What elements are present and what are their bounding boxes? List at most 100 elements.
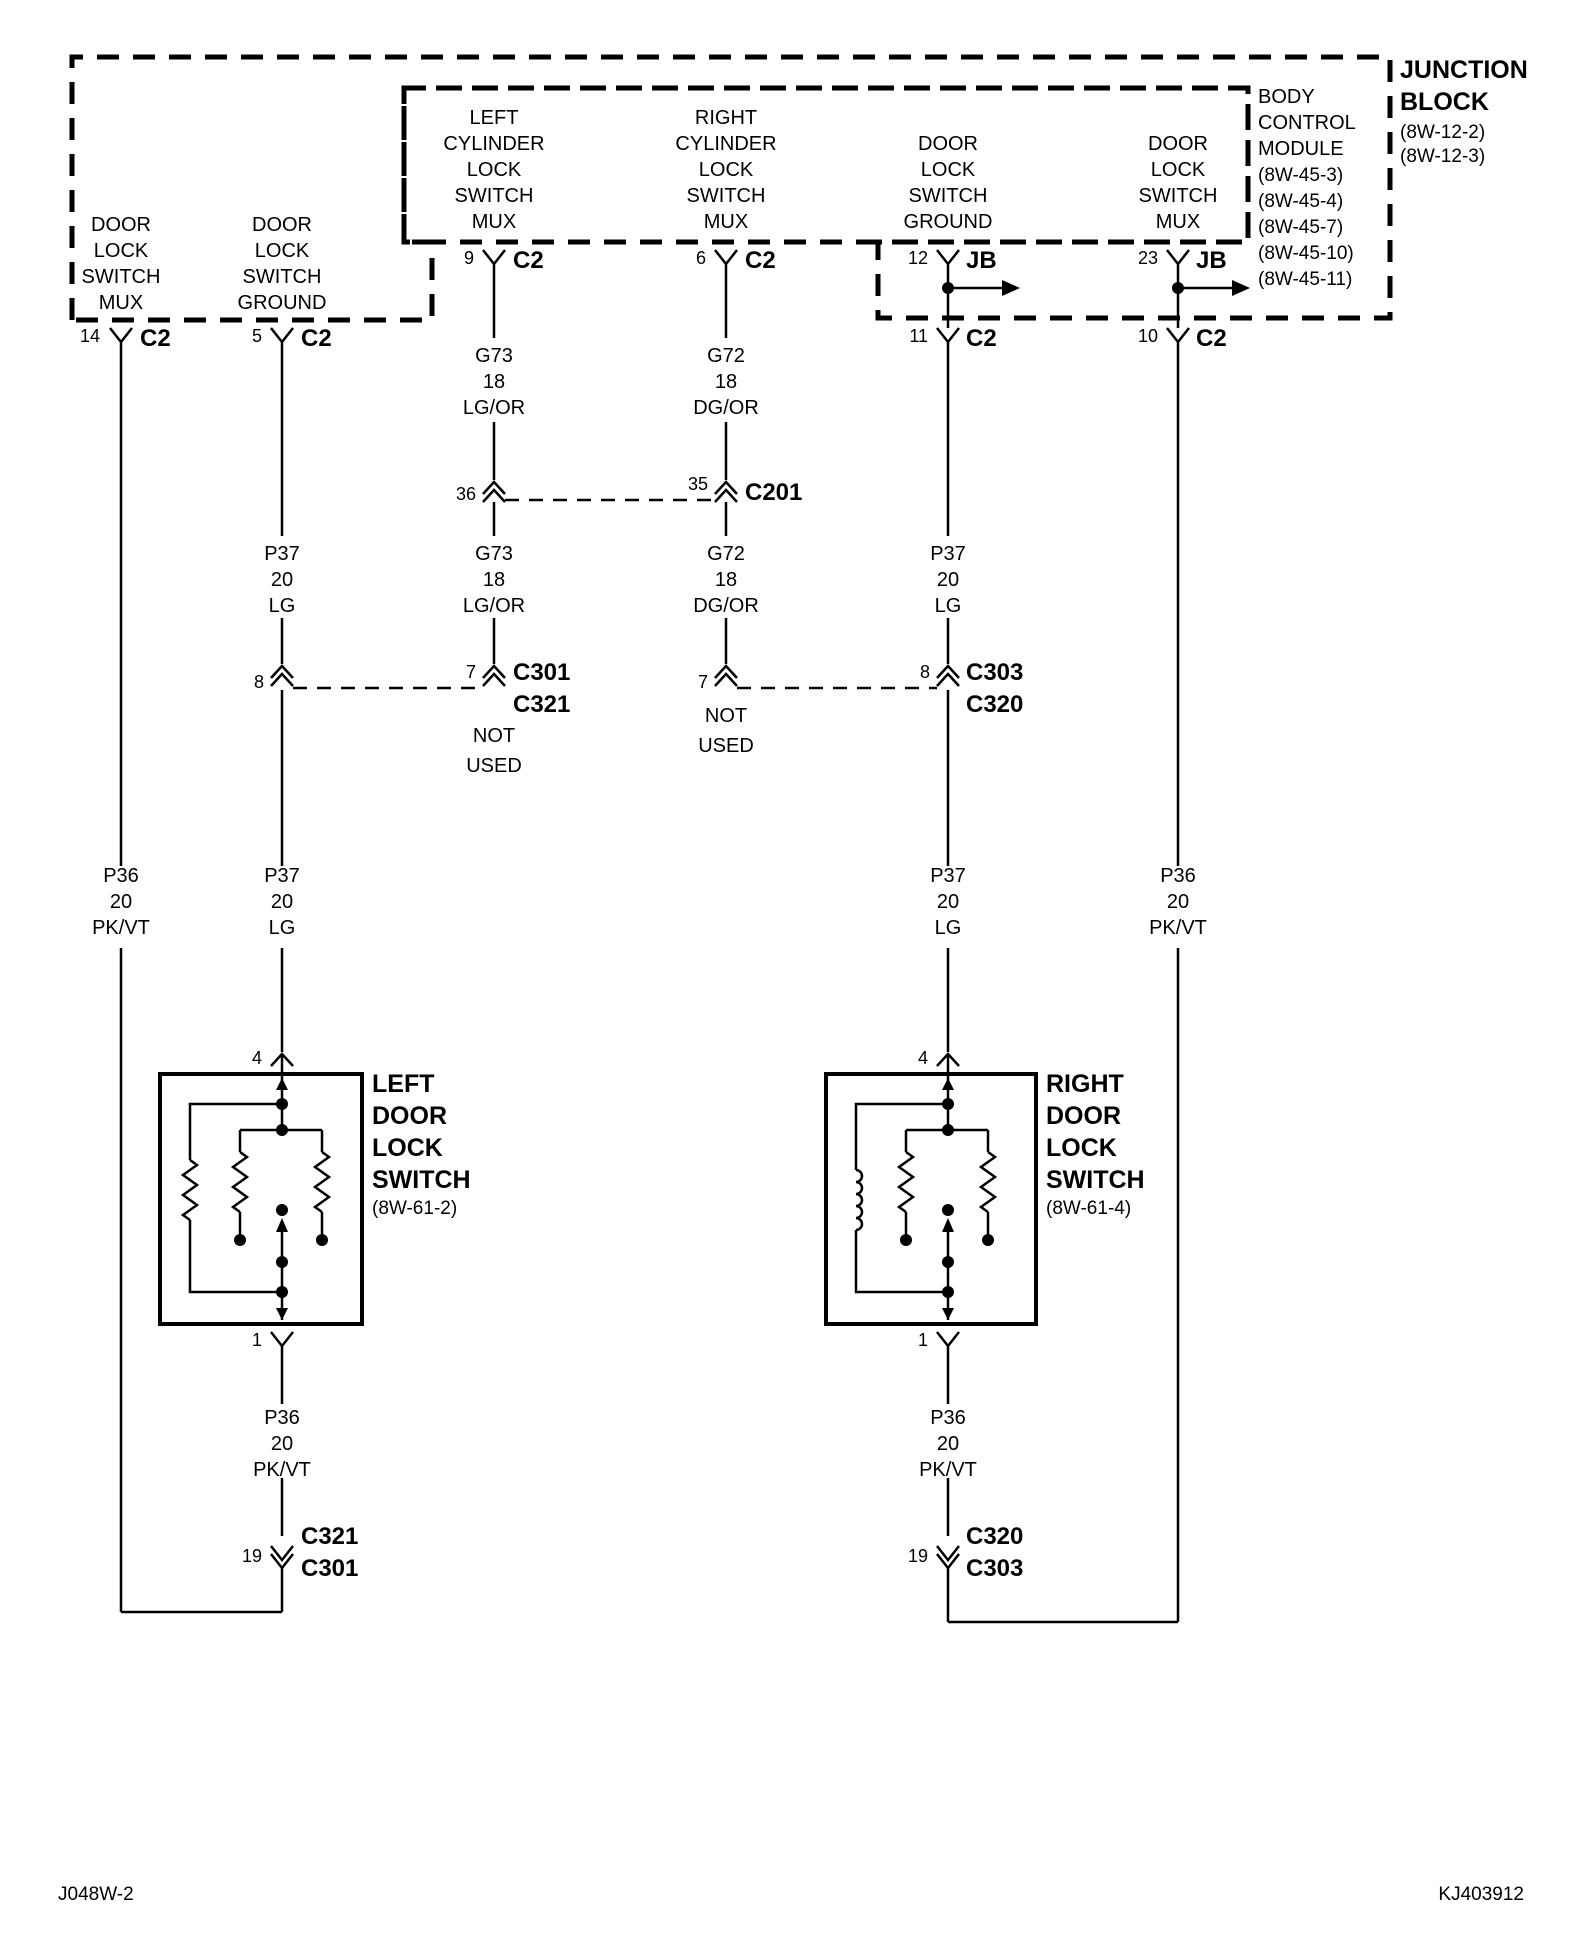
svg-text:20: 20 xyxy=(271,569,293,591)
footer-left-code: J048W-2 xyxy=(58,1884,134,1905)
pin-1-right: 1 xyxy=(918,1330,928,1350)
conn-c321: C321 xyxy=(513,691,570,718)
svg-text:DOOR: DOOR xyxy=(1148,133,1208,155)
conn-c303: C303 xyxy=(966,659,1023,686)
conn-c201: C201 xyxy=(745,479,802,506)
connector-c303-pin8 xyxy=(936,664,960,687)
svg-text:MODULE: MODULE xyxy=(1258,138,1344,160)
svg-text:(8W-61-4): (8W-61-4) xyxy=(1046,1198,1131,1219)
arrow-head-ground xyxy=(1002,280,1020,296)
pin-11: 11 xyxy=(909,326,928,346)
svg-text:(8W-61-2): (8W-61-2) xyxy=(372,1198,457,1219)
svg-text:18: 18 xyxy=(483,569,505,591)
svg-text:P37: P37 xyxy=(930,865,966,887)
svg-text:BODY: BODY xyxy=(1258,86,1315,108)
body-control-module-outline xyxy=(401,85,1251,245)
wire-label-p36-right-bottom: P36 20 PK/VT xyxy=(919,1407,977,1481)
connector-c201-pin35 xyxy=(714,480,738,503)
connector-c2-pin6 xyxy=(714,249,738,274)
pin-8-left: 8 xyxy=(254,672,264,692)
svg-text:P36: P36 xyxy=(103,865,139,887)
svg-text:SWITCH: SWITCH xyxy=(1046,1166,1145,1194)
pin-7-left: 7 xyxy=(466,662,476,682)
pin-14: 14 xyxy=(80,326,100,346)
svg-text:LOCK: LOCK xyxy=(467,159,522,181)
conn-c2-14: C2 xyxy=(140,325,171,352)
svg-text:MUX: MUX xyxy=(99,292,143,314)
svg-text:P36: P36 xyxy=(1160,865,1196,887)
pin-12: 12 xyxy=(908,248,928,268)
pin-19-left: 19 xyxy=(242,1546,262,1566)
svg-text:USED: USED xyxy=(466,755,522,777)
svg-text:18: 18 xyxy=(715,569,737,591)
label-door-lock-switch-ground-left: DOOR LOCK SWITCH GROUND xyxy=(238,214,327,314)
left-door-lock-switch: 4 1 xyxy=(158,1048,364,1356)
svg-text:(8W-45-11): (8W-45-11) xyxy=(1258,269,1352,290)
svg-text:GROUND: GROUND xyxy=(238,292,327,314)
svg-text:P37: P37 xyxy=(264,865,300,887)
junction-block-ref-2: (8W-12-3) xyxy=(1400,146,1485,167)
connector-c2-pin11 xyxy=(936,327,960,352)
svg-text:P36: P36 xyxy=(930,1407,966,1429)
svg-text:20: 20 xyxy=(271,1433,293,1455)
connector-c301-pin8 xyxy=(270,664,294,687)
left-switch-body xyxy=(158,1072,364,1326)
conn-c303-bottom: C303 xyxy=(966,1555,1023,1582)
conn-c320: C320 xyxy=(966,691,1023,718)
svg-text:MUX: MUX xyxy=(472,211,516,233)
svg-text:LOCK: LOCK xyxy=(1046,1134,1117,1162)
svg-text:20: 20 xyxy=(271,891,293,913)
svg-text:CYLINDER: CYLINDER xyxy=(675,133,776,155)
svg-text:LEFT: LEFT xyxy=(470,107,519,129)
connector-pin1-right xyxy=(936,1331,960,1356)
wire-label-p36-right: P36 20 PK/VT xyxy=(1149,865,1207,939)
not-used-left: NOT USED xyxy=(466,725,522,777)
wire-label-p37-right-low: P37 20 LG xyxy=(930,865,966,939)
svg-text:LOCK: LOCK xyxy=(921,159,976,181)
not-used-right: NOT USED xyxy=(698,705,754,757)
svg-text:LEFT: LEFT xyxy=(372,1070,435,1098)
pin-10: 10 xyxy=(1138,326,1158,346)
svg-text:(8W-45-7): (8W-45-7) xyxy=(1258,217,1343,238)
label-door-lock-switch-ground-right: DOOR LOCK SWITCH GROUND xyxy=(904,133,993,233)
connector-c2-pin9 xyxy=(482,249,506,274)
pin-1-left: 1 xyxy=(252,1330,262,1350)
svg-text:LOCK: LOCK xyxy=(1151,159,1206,181)
svg-text:LG/OR: LG/OR xyxy=(463,595,525,617)
pin-23: 23 xyxy=(1138,248,1158,268)
pin-4-left: 4 xyxy=(252,1048,262,1068)
connector-c201-pin36 xyxy=(482,480,506,503)
label-right-cylinder-lock-switch-mux: RIGHT CYLINDER LOCK SWITCH MUX xyxy=(675,107,776,233)
wire-label-p36-left: P36 20 PK/VT xyxy=(92,865,150,939)
svg-text:(8W-45-3): (8W-45-3) xyxy=(1258,165,1343,186)
svg-text:DOOR: DOOR xyxy=(91,214,151,236)
svg-text:G73: G73 xyxy=(475,543,513,565)
pin-8-right: 8 xyxy=(920,662,930,682)
svg-text:PK/VT: PK/VT xyxy=(1149,917,1207,939)
svg-text:MUX: MUX xyxy=(704,211,748,233)
footer-right-code: KJ403912 xyxy=(1438,1884,1524,1905)
svg-text:P37: P37 xyxy=(930,543,966,565)
svg-text:DOOR: DOOR xyxy=(252,214,312,236)
arrow-head-mux xyxy=(1232,280,1250,296)
svg-text:RIGHT: RIGHT xyxy=(1046,1070,1124,1098)
svg-text:SWITCH: SWITCH xyxy=(82,266,161,288)
left-switch-label: LEFT DOOR LOCK SWITCH (8W-61-2) xyxy=(372,1070,471,1219)
svg-text:PK/VT: PK/VT xyxy=(919,1459,977,1481)
svg-text:PK/VT: PK/VT xyxy=(253,1459,311,1481)
svg-text:MUX: MUX xyxy=(1156,211,1200,233)
pin-36: 36 xyxy=(456,484,476,504)
bcm-label: BODY CONTROL MODULE (8W-45-3) (8W-45-4) … xyxy=(1258,86,1356,290)
svg-text:18: 18 xyxy=(483,371,505,393)
svg-text:LOCK: LOCK xyxy=(699,159,754,181)
svg-text:LG/OR: LG/OR xyxy=(463,397,525,419)
svg-text:SWITCH: SWITCH xyxy=(372,1166,471,1194)
label-door-lock-switch-mux-left: DOOR LOCK SWITCH MUX xyxy=(82,214,161,314)
svg-text:18: 18 xyxy=(715,371,737,393)
junction-block-title-2: BLOCK xyxy=(1400,88,1489,116)
label-left-cylinder-lock-switch-mux: LEFT CYLINDER LOCK SWITCH MUX xyxy=(443,107,544,233)
pin-19-right: 19 xyxy=(908,1546,928,1566)
junction-block-ref-1: (8W-12-2) xyxy=(1400,122,1485,143)
svg-text:LOCK: LOCK xyxy=(94,240,149,262)
